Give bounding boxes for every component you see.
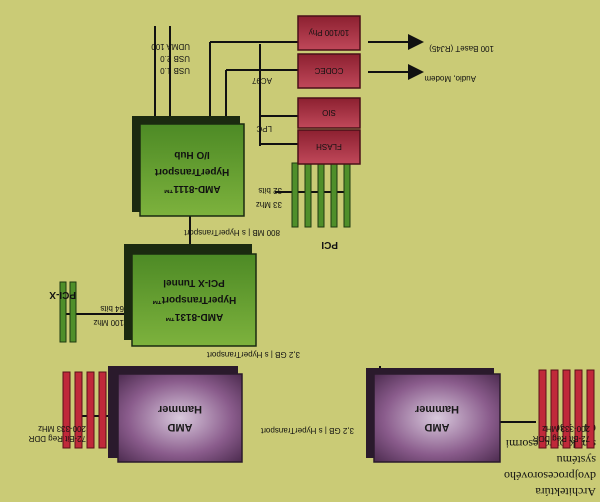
- title-line-3: systému: [557, 453, 596, 467]
- chip-body: [139, 123, 245, 217]
- usb1-label: USB 1.0: [160, 66, 190, 75]
- hub-line2: I/O Hub: [174, 149, 210, 160]
- processor-name: Hammer: [157, 403, 202, 415]
- ddr-right-1: 72-Bit Reg DDR: [532, 434, 590, 443]
- lpc-label: LPC: [256, 124, 272, 133]
- memory-slot: [574, 369, 583, 449]
- io-hub-chip: AMD-8111™ HyperTransport I/O Hub: [132, 116, 245, 217]
- ht-amd-label: 3,2 GB | s HyperTransport: [260, 426, 354, 435]
- memory-slot: [98, 371, 107, 449]
- memory-slot: [550, 369, 559, 449]
- memory-slot: [74, 371, 83, 449]
- processor-left: AMD Hammer: [108, 366, 243, 463]
- sio-label: SIO: [322, 108, 336, 117]
- usb2-label: USB 2.0: [160, 54, 190, 63]
- ddr-left-1: 72-Bit Reg DDR: [28, 434, 86, 443]
- udma-label: UDMA 100: [151, 42, 190, 51]
- pci-slot: [330, 162, 338, 228]
- pcix-slots: [59, 281, 77, 343]
- pci-slot: [317, 162, 325, 228]
- memory-slots-right: [538, 369, 595, 449]
- memory-slot: [586, 369, 595, 449]
- ht-hub-label: 800 MB | s HyperTransport: [184, 228, 280, 237]
- codec-chip: CODEC: [297, 53, 361, 89]
- hub-part: AMD-8111™: [163, 183, 220, 194]
- chip-body: [297, 53, 361, 89]
- eth-label: 100 BaseT (RJ45): [429, 44, 494, 53]
- pci-bits: 32 bits: [258, 186, 282, 195]
- pcix-bits: 64 bits: [100, 304, 124, 313]
- title-line-1: Architektúra: [535, 485, 596, 499]
- labels: 72-Bit Reg DDR 200-333 MHz 72-Bit Reg DD…: [28, 42, 590, 443]
- memory-slot: [562, 369, 571, 449]
- ddr-left-2: 200-333 MHz: [38, 424, 86, 433]
- sio-chip: SIO: [297, 97, 361, 129]
- pcix-slot: [69, 281, 77, 343]
- processor-name: Hammer: [414, 403, 459, 415]
- chip-body: [297, 97, 361, 129]
- processor-brand: AMD: [424, 421, 449, 433]
- pci-mhz: 33 Mhz: [256, 200, 282, 209]
- ddr-right-2: 200-333 MHz: [542, 424, 590, 433]
- processor-right: AMD Hammer: [366, 368, 501, 463]
- pci-slot: [304, 162, 312, 228]
- hub-line1: HyperTransport: [154, 166, 229, 177]
- tunnel-part: AMD-8131™: [165, 311, 223, 322]
- chip-body: [131, 253, 257, 347]
- tunnel-line2: PCI-X Tunnel: [163, 277, 225, 288]
- chip-body: [297, 129, 361, 165]
- tunnel-line1: HyperTransport™: [152, 294, 236, 305]
- pcix-mhz: 100 Mhz: [93, 318, 124, 327]
- ac97-label: AC97: [251, 76, 272, 85]
- audio-label: Audio, Modem: [424, 74, 476, 83]
- ht-tunnel-label: 3,2 GB | s HyperTransport: [206, 350, 300, 359]
- phy-label: 10/100 Phy: [309, 28, 349, 37]
- pcix-slot: [59, 281, 67, 343]
- flash-label: FLASH: [316, 142, 342, 151]
- pcix-tunnel-chip: AMD-8131™ HyperTransport™ PCI-X Tunnel: [124, 244, 257, 347]
- flash-chip: FLASH: [297, 129, 361, 165]
- pci-label: PCI: [321, 239, 338, 250]
- pci-slot: [343, 162, 351, 228]
- processor-brand: AMD: [167, 421, 192, 433]
- memory-slots-left: [62, 371, 107, 449]
- title-line-2: dvojprocesorového: [504, 469, 596, 483]
- chip-body: [297, 15, 361, 51]
- codec-label: CODEC: [314, 66, 343, 75]
- chip-body: [117, 373, 243, 463]
- phy-chip: 10/100 Phy: [297, 15, 361, 51]
- memory-slot: [538, 369, 547, 449]
- pcix-label: PCI-X: [49, 289, 76, 300]
- memory-slot: [86, 371, 95, 449]
- pci-slots: [291, 162, 351, 228]
- memory-slot: [62, 371, 71, 449]
- chip-body: [373, 373, 501, 463]
- pci-slot: [291, 162, 299, 228]
